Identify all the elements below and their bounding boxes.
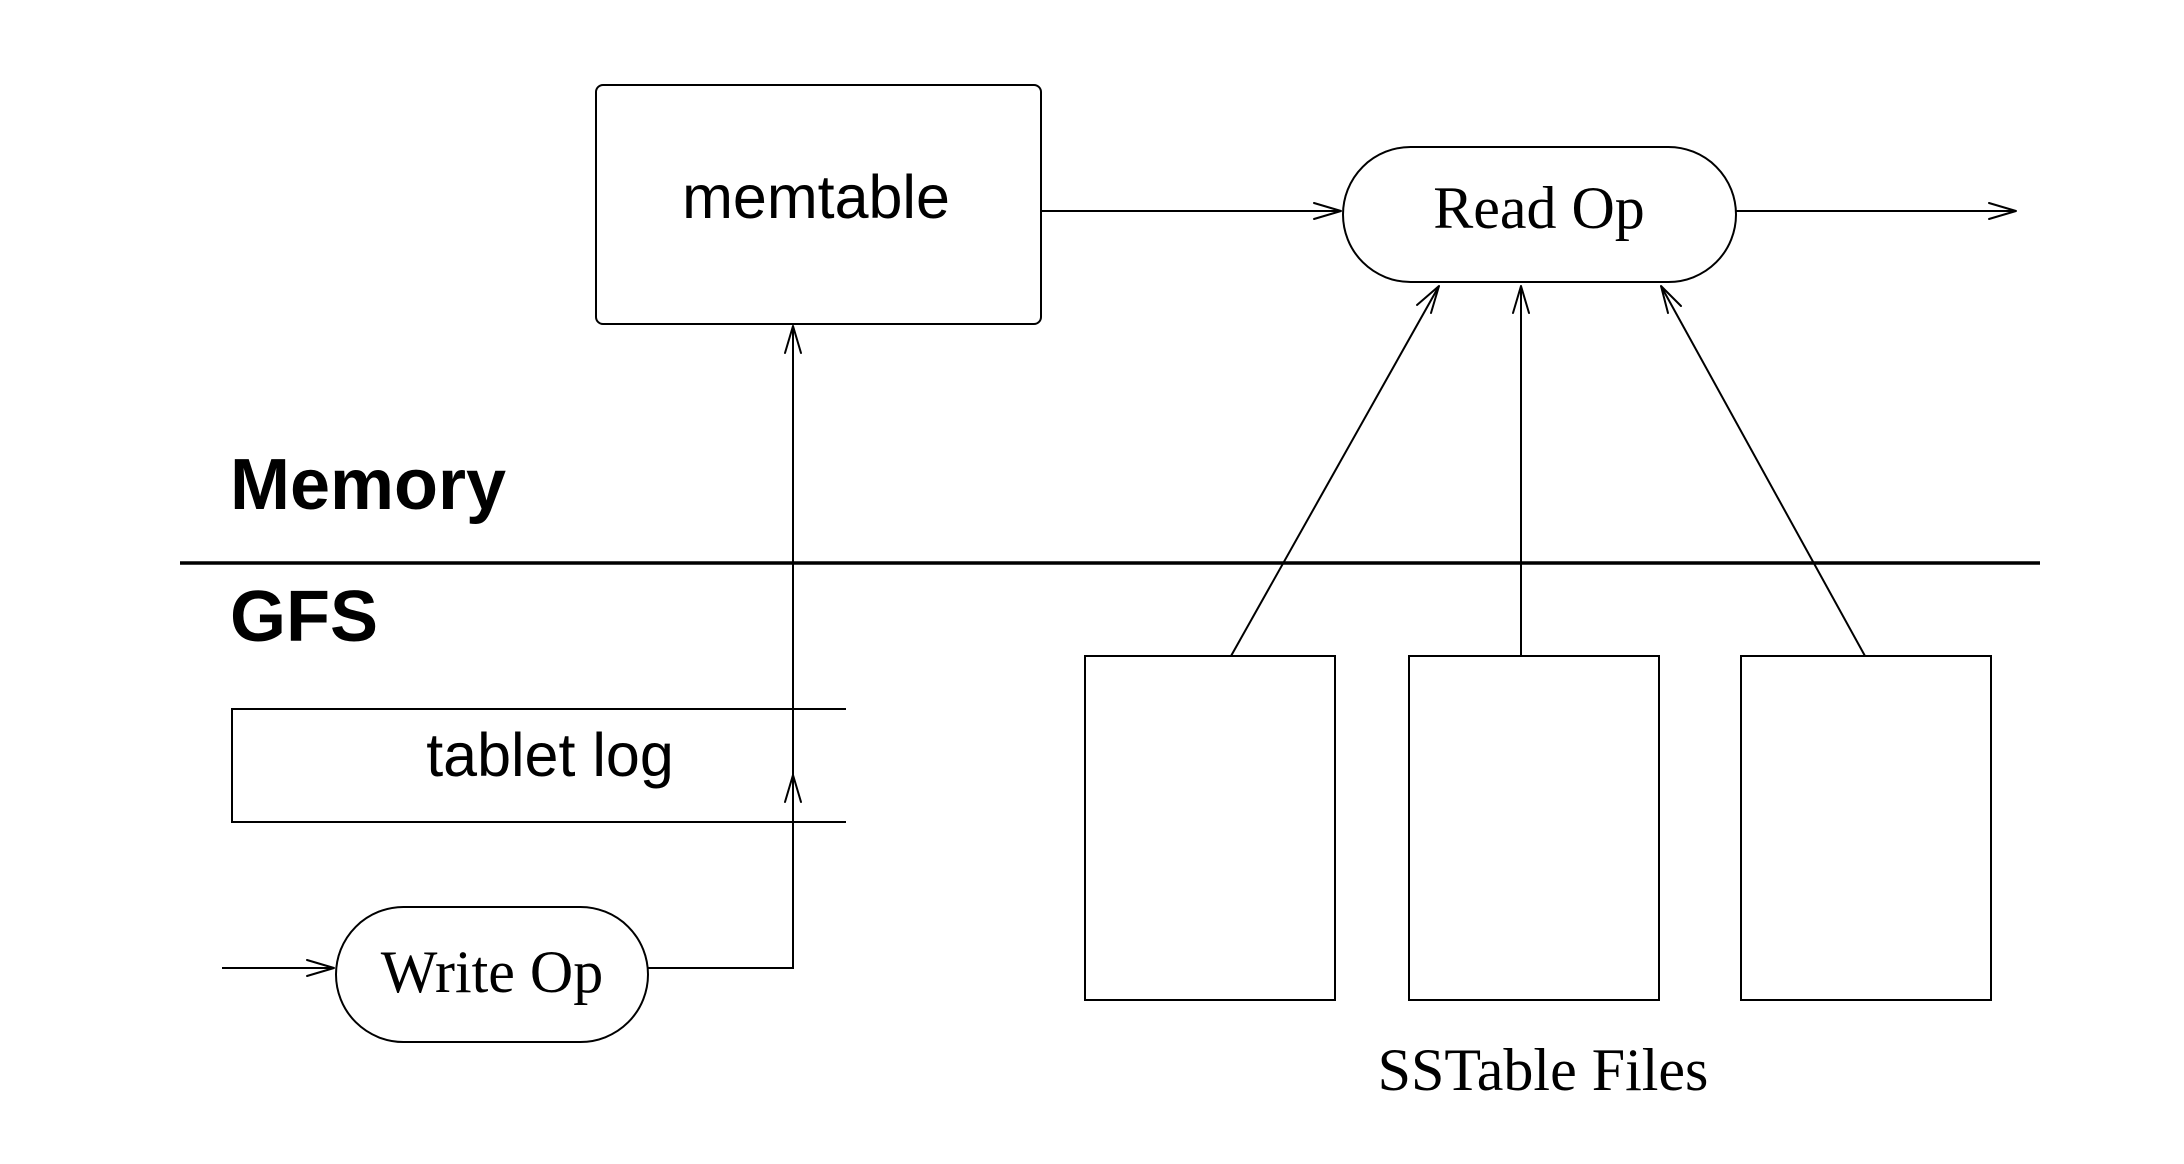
arrow-input-to-write-op xyxy=(222,959,335,977)
arrow-sstable-1-to-read-op xyxy=(1230,285,1440,657)
sstable-file-3 xyxy=(1740,655,1992,1001)
memtable-box xyxy=(595,84,1042,325)
sstable-file-1 xyxy=(1084,655,1336,1001)
read-op-shape xyxy=(1342,146,1737,283)
memory-label: Memory xyxy=(230,445,506,525)
tablet-log-node: tablet log xyxy=(231,708,846,823)
gfs-label: GFS xyxy=(230,577,378,657)
write-op-label: Write Op xyxy=(381,939,604,1005)
arrowhead-into-tablet-log xyxy=(784,774,802,803)
sstable-file-2 xyxy=(1408,655,1660,1001)
tablet-log-shape xyxy=(231,708,846,823)
sstable-files-label: SSTable Files xyxy=(1378,1037,1709,1103)
write-op-node: Write Op xyxy=(335,906,649,1043)
arrow-memtable-to-read-op xyxy=(1041,202,1342,220)
read-op-label: Read Op xyxy=(1433,175,1645,241)
arrow-sstable-2-to-read-op xyxy=(1512,285,1530,656)
arrow-sstable-3-to-read-op xyxy=(1660,285,1866,657)
sstable-files-group: SSTable Files xyxy=(1084,655,1992,1103)
tablet-log-label: tablet log xyxy=(426,721,674,789)
write-op-shape xyxy=(335,906,649,1043)
read-op-node: Read Op xyxy=(1342,146,1737,283)
arrow-write-op-to-memtable xyxy=(648,325,802,969)
arrowhead-into-memtable xyxy=(784,325,802,354)
memtable-node: memtable xyxy=(595,84,1042,325)
memtable-label: memtable xyxy=(682,163,950,231)
arrow-read-op-output xyxy=(1736,202,2017,220)
